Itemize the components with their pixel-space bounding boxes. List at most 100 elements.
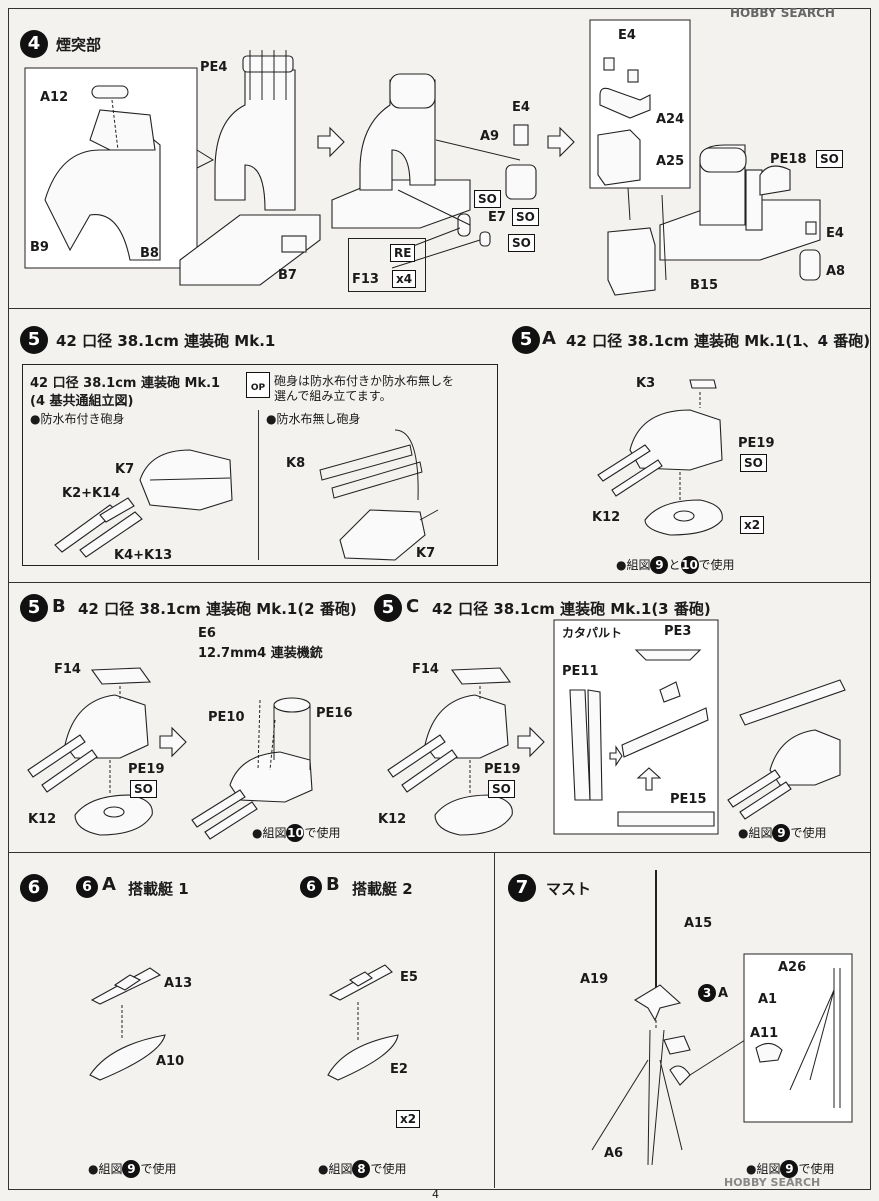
part-label: PE19 <box>738 436 775 451</box>
part-label: A15 <box>684 916 713 931</box>
part-label: K7 <box>115 462 135 477</box>
part-label: E4 <box>512 100 530 115</box>
part-label: A6 <box>604 1146 624 1161</box>
part-label: E6 <box>198 626 216 641</box>
page-frame <box>8 8 871 1190</box>
part-label: K3 <box>636 376 656 391</box>
step-title: 搭載艇 1 <box>128 880 189 898</box>
part-label: A1 <box>758 992 778 1007</box>
part-label: 12.7mm4 連装機銃 <box>198 646 323 661</box>
step-number: 7 <box>508 874 536 902</box>
step5-drawing <box>54 379 723 561</box>
step5bc-drawing <box>27 619 846 840</box>
box-subtitle: (4 基共通組立図) <box>30 394 134 409</box>
part-label: A10 <box>156 1054 185 1069</box>
divider <box>8 308 870 309</box>
step-number: 5 <box>20 326 48 354</box>
step-letter: A <box>542 328 556 349</box>
step-ref-letter: A <box>718 986 729 1001</box>
part-label: PE3 <box>664 624 692 639</box>
watermark: HOBBY SEARCH <box>730 6 835 20</box>
step-title: マスト <box>546 880 592 898</box>
step-title: 搭載艇 2 <box>352 880 413 898</box>
usage-note: ●組図10で使用 <box>252 824 341 842</box>
sub-heading: ●防水布付き砲身 <box>30 412 125 426</box>
watermark: HOBBY SEARCH <box>724 1176 821 1189</box>
part-label: K12 <box>378 812 407 827</box>
inset-title: カタパルト <box>562 626 623 640</box>
part-label: B9 <box>30 240 49 255</box>
step-number: 4 <box>20 30 48 58</box>
divider <box>8 582 870 583</box>
part-label: K4+K13 <box>114 548 173 563</box>
step-letter: C <box>406 596 420 617</box>
part-label: A8 <box>826 264 846 279</box>
part-label: K12 <box>592 510 621 525</box>
step-number: 6 <box>76 876 98 898</box>
qty-badge: x2 <box>740 516 765 534</box>
part-label: F14 <box>54 662 81 677</box>
part-label: PE4 <box>200 60 228 75</box>
part-label: E5 <box>400 970 418 985</box>
so-badge: SO <box>512 208 539 226</box>
so-badge: SO <box>130 780 157 798</box>
divider <box>258 410 259 560</box>
qty-badge: x4 <box>392 270 417 288</box>
step-title: 42 口径 38.1cm 連装砲 Mk.1(3 番砲) <box>432 600 711 618</box>
part-label: A24 <box>656 112 685 127</box>
option-note: 砲身は防水布付きか防水布無しを <box>274 374 455 388</box>
part-label: PE11 <box>562 664 599 679</box>
part-label: F14 <box>412 662 439 677</box>
part-label: A19 <box>580 972 609 987</box>
step-letter: B <box>326 874 340 895</box>
part-label: B7 <box>278 268 297 283</box>
part-label: K12 <box>28 812 57 827</box>
step-number: 5 <box>20 594 48 622</box>
part-label: E4 <box>618 28 636 43</box>
divider <box>494 852 495 1188</box>
part-label: B15 <box>690 278 718 293</box>
part-label: K7 <box>416 546 436 561</box>
sub-heading: ●防水布無し砲身 <box>266 412 361 426</box>
option-icon: OP <box>246 372 270 398</box>
part-label: PE15 <box>670 792 707 807</box>
assembly-box <box>22 364 498 566</box>
step4-drawing <box>24 19 821 296</box>
step-title: 42 口径 38.1cm 連装砲 Mk.1 <box>56 332 276 350</box>
step-number: 6 <box>300 876 322 898</box>
box-title: 42 口径 38.1cm 連装砲 Mk.1 <box>30 376 221 391</box>
part-box <box>348 238 426 292</box>
so-badge: SO <box>740 454 767 472</box>
part-label: A12 <box>40 90 69 105</box>
part-label: A25 <box>656 154 685 169</box>
so-badge: SO <box>508 234 535 252</box>
option-note: 選んで組み立てます。 <box>274 389 392 403</box>
step-title: 42 口径 38.1cm 連装砲 Mk.1(1、4 番砲) <box>566 332 871 350</box>
part-label: E4 <box>826 226 844 241</box>
step-ref: 3 <box>698 984 716 1002</box>
step-number: 6 <box>20 874 48 902</box>
so-badge: SO <box>474 190 501 208</box>
so-badge: SO <box>816 150 843 168</box>
part-label: A11 <box>750 1026 779 1041</box>
step-letter: B <box>52 596 66 617</box>
part-label: A13 <box>164 976 193 991</box>
part-label: F13 <box>352 272 379 287</box>
part-label: B8 <box>140 246 159 261</box>
step-number: 5 <box>512 326 540 354</box>
step-letter: A <box>102 874 116 895</box>
page-number: 4 <box>432 1188 439 1201</box>
part-label: E2 <box>390 1062 408 1077</box>
part-label: PE10 <box>208 710 245 725</box>
step-title: 42 口径 38.1cm 連装砲 Mk.1(2 番砲) <box>78 600 357 618</box>
qty-badge: x2 <box>396 1110 421 1128</box>
part-label: K2+K14 <box>62 486 121 501</box>
part-label: A9 <box>480 129 500 144</box>
